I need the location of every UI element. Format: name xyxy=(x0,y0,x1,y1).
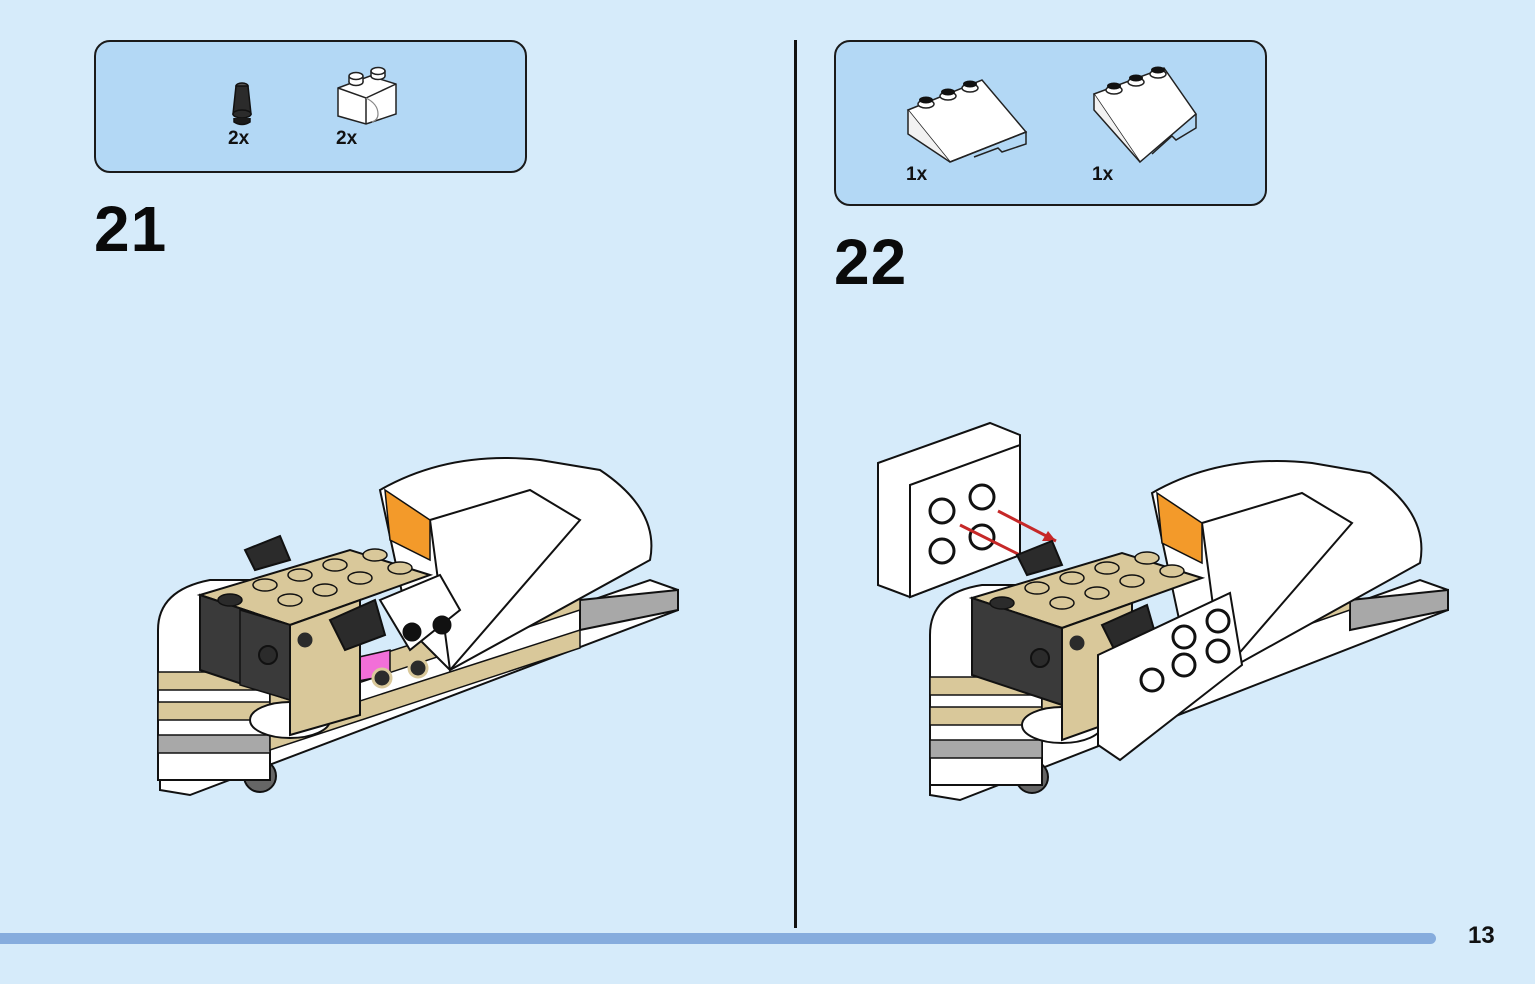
part-quantity: 2x xyxy=(336,128,358,149)
white-rounded-brick-icon xyxy=(337,66,397,125)
black-cone-icon xyxy=(232,82,252,126)
build-model-step-21 xyxy=(157,457,679,797)
step-divider xyxy=(794,40,797,928)
part-quantity: 1x xyxy=(1092,164,1114,185)
part-quantity: 1x xyxy=(906,164,928,185)
parts-callout-step-21: 2x 2x xyxy=(94,40,527,173)
step-number: 22 xyxy=(834,226,908,298)
page-number: 13 xyxy=(1468,922,1495,949)
part-quantity: 2x xyxy=(228,128,250,149)
build-model-step-22 xyxy=(877,421,1449,802)
white-wedge-right-icon xyxy=(1092,66,1198,164)
white-wedge-left-icon xyxy=(906,79,1028,163)
progress-bar xyxy=(0,933,1436,944)
step-number: 21 xyxy=(94,193,168,265)
parts-callout-step-22: 1x 1x xyxy=(834,40,1267,206)
